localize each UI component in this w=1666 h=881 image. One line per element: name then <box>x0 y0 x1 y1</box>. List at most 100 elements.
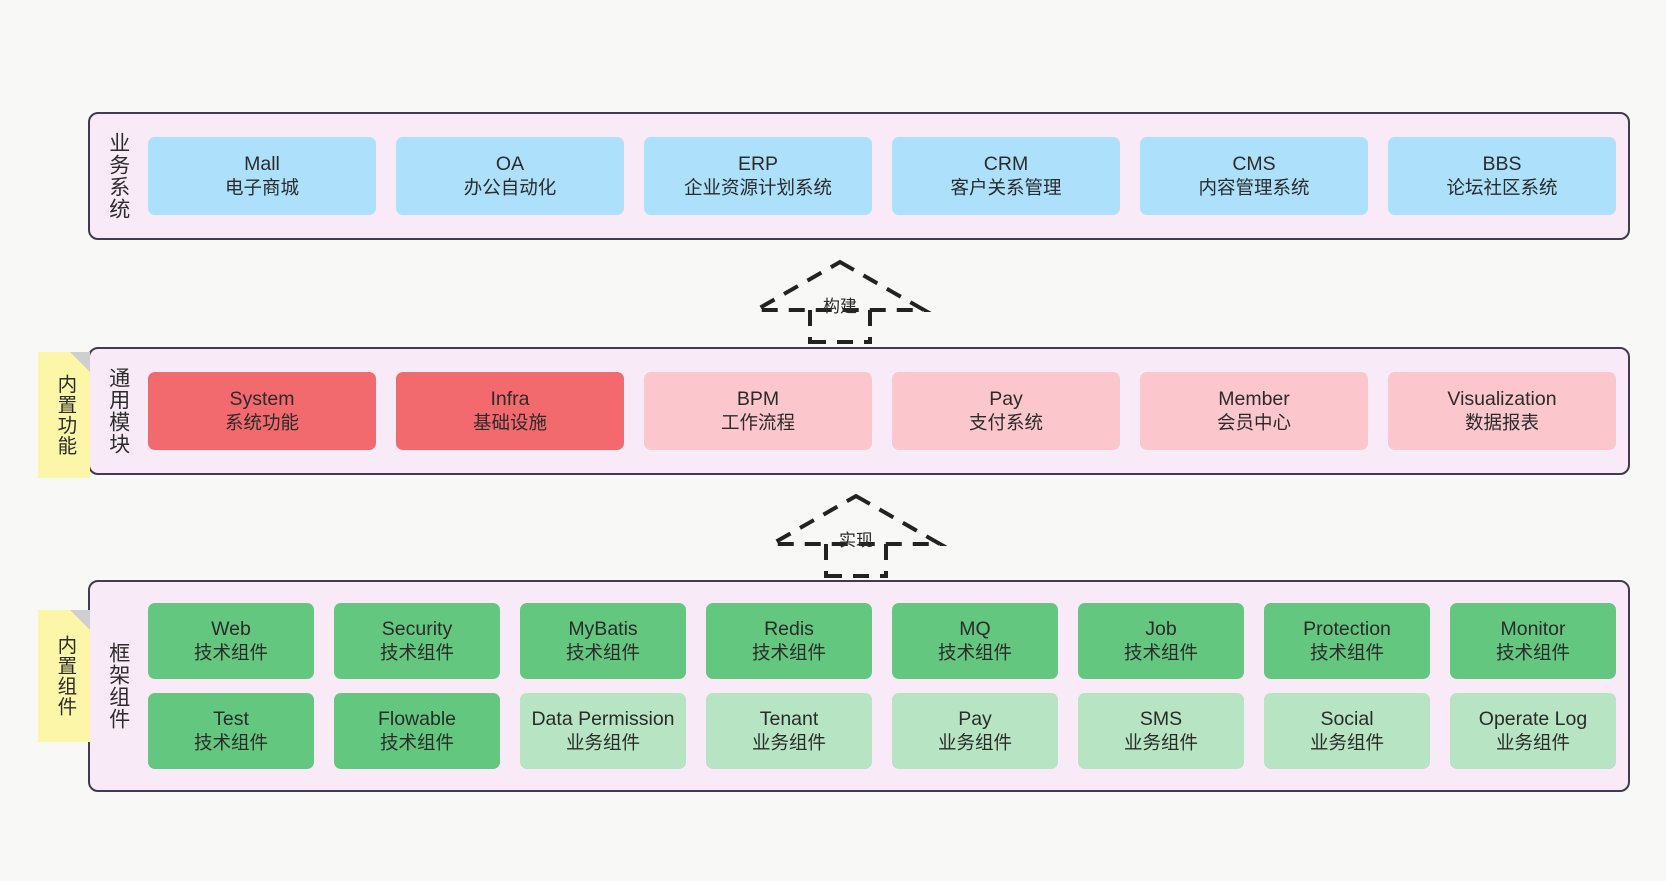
box-social[interactable]: Social 业务组件 <box>1264 693 1430 769</box>
box-mq-subtitle: 技术组件 <box>937 641 1012 663</box>
box-bbs-title: BBS <box>1482 152 1522 175</box>
box-social-title: Social <box>1320 707 1374 730</box>
box-mybatis-title: MyBatis <box>568 617 638 640</box>
box-security-subtitle: 技术组件 <box>379 641 454 663</box>
box-infra-subtitle: 基础设施 <box>472 411 547 433</box>
box-system-subtitle: 系统功能 <box>224 411 299 433</box>
box-pay-module[interactable]: Pay 支付系统 <box>892 372 1120 450</box>
box-security-title: Security <box>381 617 453 640</box>
box-flowable-subtitle: 技术组件 <box>379 731 454 753</box>
box-visualization-subtitle: 数据报表 <box>1464 411 1539 433</box>
box-bbs-subtitle: 论坛社区系统 <box>1446 176 1558 198</box>
box-job[interactable]: Job 技术组件 <box>1078 603 1244 679</box>
box-member[interactable]: Member 会员中心 <box>1140 372 1368 450</box>
box-redis-subtitle: 技术组件 <box>751 641 826 663</box>
box-monitor-title: Monitor <box>1500 617 1566 640</box>
box-web-title: Web <box>211 617 251 640</box>
box-pay-component-title: Pay <box>958 707 992 730</box>
box-test[interactable]: Test 技术组件 <box>148 693 314 769</box>
box-tenant-title: Tenant <box>759 707 819 730</box>
box-cms-title: CMS <box>1232 152 1276 175</box>
box-redis[interactable]: Redis 技术组件 <box>706 603 872 679</box>
box-mybatis-subtitle: 技术组件 <box>565 641 640 663</box>
box-erp-title: ERP <box>737 152 779 175</box>
row-modules-1: System 系统功能 Infra 基础设施 BPM 工作流程 Pay 支付系统… <box>148 372 1616 450</box>
box-mall[interactable]: Mall 电子商城 <box>148 137 376 215</box>
box-protection-subtitle: 技术组件 <box>1309 641 1384 663</box>
row-framework-1: Web 技术组件 Security 技术组件 MyBatis 技术组件 Redi… <box>148 603 1616 679</box>
box-member-subtitle: 会员中心 <box>1216 411 1291 433</box>
layer-body-framework: Web 技术组件 Security 技术组件 MyBatis 技术组件 Redi… <box>146 582 1628 790</box>
box-test-title: Test <box>213 707 249 730</box>
row-business-1: Mall 电子商城 OA 办公自动化 ERP 企业资源计划系统 CRM 客户关系… <box>148 137 1616 215</box>
box-tenant-subtitle: 业务组件 <box>751 731 826 753</box>
layer-business-systems: 业务系统 Mall 电子商城 OA 办公自动化 ERP 企业资源计划系统 CRM… <box>88 112 1630 240</box>
box-bpm-subtitle: 工作流程 <box>720 411 795 433</box>
layer-title-modules: 通用模块 <box>106 367 130 455</box>
box-oa[interactable]: OA 办公自动化 <box>396 137 624 215</box>
box-bpm[interactable]: BPM 工作流程 <box>644 372 872 450</box>
box-erp-subtitle: 企业资源计划系统 <box>683 176 832 198</box>
sticky-note-builtin-function: 内置功能 <box>38 352 90 478</box>
box-bbs[interactable]: BBS 论坛社区系统 <box>1388 137 1616 215</box>
row-framework-2: Test 技术组件 Flowable 技术组件 Data Permission … <box>148 693 1616 769</box>
box-test-subtitle: 技术组件 <box>193 731 268 753</box>
box-cms[interactable]: CMS 内容管理系统 <box>1140 137 1368 215</box>
box-crm-subtitle: 客户关系管理 <box>950 176 1062 198</box>
box-redis-title: Redis <box>764 617 814 640</box>
sticky-note-builtin-component: 内置组件 <box>38 610 90 742</box>
box-pay-component[interactable]: Pay 业务组件 <box>892 693 1058 769</box>
box-crm[interactable]: CRM 客户关系管理 <box>892 137 1120 215</box>
note-fold-icon <box>70 610 90 630</box>
box-erp[interactable]: ERP 企业资源计划系统 <box>644 137 872 215</box>
layer-body-business: Mall 电子商城 OA 办公自动化 ERP 企业资源计划系统 CRM 客户关系… <box>146 114 1628 238</box>
box-cms-subtitle: 内容管理系统 <box>1198 176 1310 198</box>
generalization-arrow-implement: 实现 <box>764 492 948 578</box>
box-flowable-title: Flowable <box>377 707 457 730</box>
box-security[interactable]: Security 技术组件 <box>334 603 500 679</box>
arrow-label-build: 构建 <box>823 297 857 316</box>
box-monitor[interactable]: Monitor 技术组件 <box>1450 603 1616 679</box>
box-pay-module-title: Pay <box>989 387 1023 410</box>
layer-framework-components: 框架组件 Web 技术组件 Security 技术组件 MyBatis 技术组件… <box>88 580 1630 792</box>
box-mq-title: MQ <box>959 617 991 640</box>
box-system-title: System <box>229 387 295 410</box>
box-sms-subtitle: 业务组件 <box>1123 731 1198 753</box>
generalization-arrow-build: 构建 <box>748 258 932 344</box>
box-tenant[interactable]: Tenant 业务组件 <box>706 693 872 769</box>
box-mall-subtitle: 电子商城 <box>224 176 299 198</box>
box-protection[interactable]: Protection 技术组件 <box>1264 603 1430 679</box>
note-fold-icon <box>70 352 90 372</box>
arrow-label-implement: 实现 <box>839 531 873 550</box>
box-monitor-subtitle: 技术组件 <box>1495 641 1570 663</box>
box-crm-title: CRM <box>983 152 1029 175</box>
box-infra-title: Infra <box>490 387 530 410</box>
box-system[interactable]: System 系统功能 <box>148 372 376 450</box>
box-data-permission-subtitle: 业务组件 <box>565 731 640 753</box>
box-social-subtitle: 业务组件 <box>1309 731 1384 753</box>
box-bpm-title: BPM <box>736 387 780 410</box>
box-operate-log-title: Operate Log <box>1478 707 1588 730</box>
box-mybatis[interactable]: MyBatis 技术组件 <box>520 603 686 679</box>
layer-title-business: 业务系统 <box>106 132 130 220</box>
box-operate-log[interactable]: Operate Log 业务组件 <box>1450 693 1616 769</box>
box-data-permission[interactable]: Data Permission 业务组件 <box>520 693 686 769</box>
box-protection-title: Protection <box>1303 617 1391 640</box>
layer-common-modules: 通用模块 System 系统功能 Infra 基础设施 BPM 工作流程 Pay… <box>88 347 1630 475</box>
box-infra[interactable]: Infra 基础设施 <box>396 372 624 450</box>
sticky-note-builtin-component-label: 内置组件 <box>53 635 76 717</box>
box-mall-title: Mall <box>244 152 280 175</box>
box-mq[interactable]: MQ 技术组件 <box>892 603 1058 679</box>
box-pay-module-subtitle: 支付系统 <box>968 411 1043 433</box>
box-visualization[interactable]: Visualization 数据报表 <box>1388 372 1616 450</box>
box-sms-title: SMS <box>1139 707 1183 730</box>
box-oa-title: OA <box>495 152 525 175</box>
box-pay-component-subtitle: 业务组件 <box>937 731 1012 753</box>
box-web[interactable]: Web 技术组件 <box>148 603 314 679</box>
box-member-title: Member <box>1218 387 1290 410</box>
box-flowable[interactable]: Flowable 技术组件 <box>334 693 500 769</box>
box-web-subtitle: 技术组件 <box>193 641 268 663</box>
box-sms[interactable]: SMS 业务组件 <box>1078 693 1244 769</box>
box-operate-log-subtitle: 业务组件 <box>1495 731 1570 753</box>
